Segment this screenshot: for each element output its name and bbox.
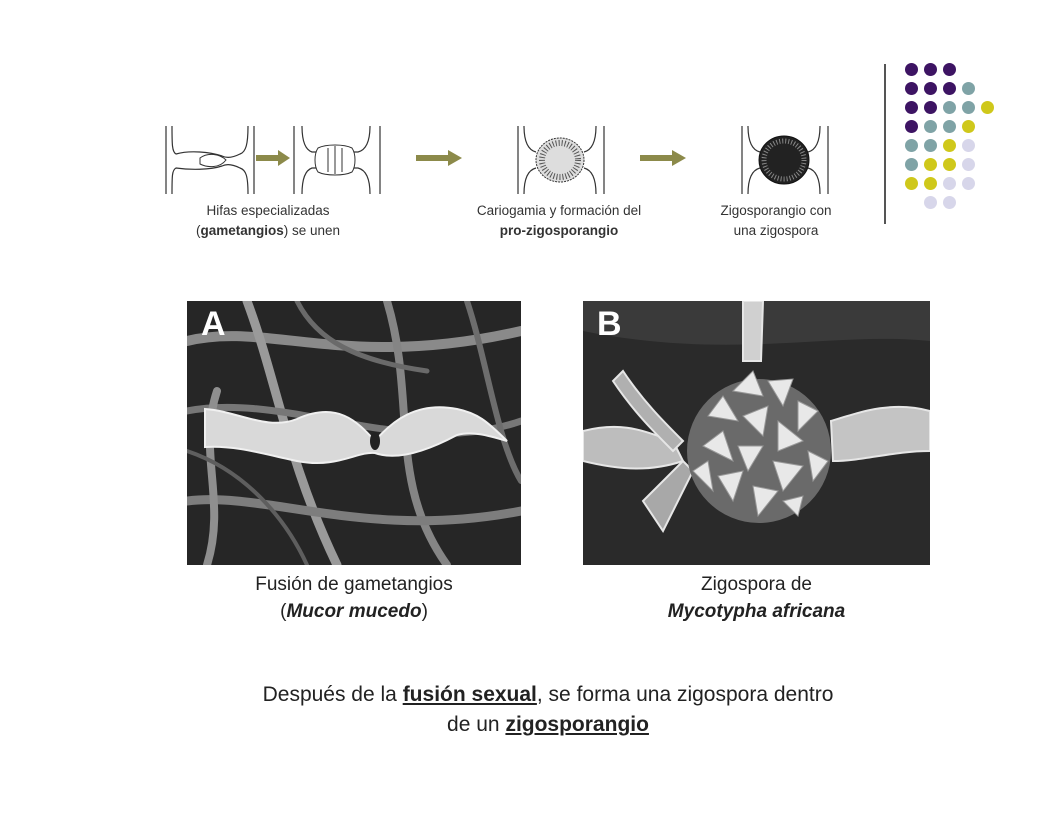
arrow-icon xyxy=(416,150,462,166)
photo-a-caption-close: ) xyxy=(421,601,428,622)
decorative-dot xyxy=(962,120,975,133)
decorative-dot xyxy=(962,101,975,114)
decorative-dot xyxy=(943,177,956,190)
arrow-icon xyxy=(256,150,290,166)
decorative-dot xyxy=(962,82,975,95)
vertical-divider xyxy=(884,64,886,224)
stage2-caption-line1: Cariogamia y formación del xyxy=(476,203,642,218)
decorative-dot xyxy=(943,63,956,76)
decorative-dot xyxy=(943,158,956,171)
decorative-dot xyxy=(981,101,994,114)
photo-b-caption-line1: Zigospora de xyxy=(701,574,812,595)
summary-pre: Después de la xyxy=(262,683,403,706)
photo-a-caption-line1: Fusión de gametangios xyxy=(255,574,453,595)
stage2-caption-bold: pro-zigosporangio xyxy=(499,223,619,238)
stage2-caption-line2: pro-zigosporangio xyxy=(442,221,676,241)
decorative-dot xyxy=(924,82,937,95)
decorative-dot xyxy=(962,158,975,171)
stage-hyphae-before-fusion xyxy=(165,125,255,195)
photo-a-caption-open: ( xyxy=(280,601,287,622)
decorative-dot xyxy=(924,63,937,76)
decorative-dot xyxy=(905,82,918,95)
stage1-caption-post: ) se unen xyxy=(283,223,341,238)
stage3-caption-line2: una zigospora xyxy=(733,223,819,238)
stage1-caption-pre: ( xyxy=(195,223,201,238)
stage1-caption-line2: (gametangios) se unen xyxy=(160,221,376,241)
decorative-dot xyxy=(924,177,937,190)
decorative-dot xyxy=(924,120,937,133)
photo-a-caption: Fusión de gametangios (Mucor mucedo) xyxy=(187,571,521,625)
stage2-caption: Cariogamia y formación del pro-zigospora… xyxy=(442,201,676,241)
stage3-caption: Zigosporangio con una zigospora xyxy=(696,201,856,241)
decorative-dot xyxy=(905,158,918,171)
decorative-dot xyxy=(943,82,956,95)
summary-mid: , se forma una zigospora dentro xyxy=(536,683,834,706)
decorative-dot xyxy=(905,63,918,76)
stage1-caption-bold: gametangios xyxy=(200,223,284,238)
stage-pro-zygosporangium xyxy=(517,125,605,195)
arrow-icon xyxy=(640,150,686,166)
photo-zygospore: B xyxy=(583,301,930,565)
stage1-caption: Hifas especializadas (gametangios) se un… xyxy=(160,201,376,241)
decorative-dot xyxy=(943,101,956,114)
photo-a-letter: A xyxy=(201,305,226,343)
stage-zygosporangium xyxy=(741,125,829,195)
stage1-caption-line1: Hifas especializadas xyxy=(206,203,330,218)
decorative-dot xyxy=(905,101,918,114)
term-sexual-fusion: fusión sexual xyxy=(402,683,537,706)
decorative-dot xyxy=(905,177,918,190)
photo-b-letter: B xyxy=(597,305,622,343)
stage3-caption-line1: Zigosporangio con xyxy=(720,203,832,218)
summary-line2: de un zigosporangio xyxy=(120,710,976,740)
decorative-dot xyxy=(943,120,956,133)
photo-b-caption-species: Mycotypha africana xyxy=(667,601,846,622)
decorative-dot xyxy=(943,196,956,209)
decorative-dot xyxy=(924,139,937,152)
decorative-dot xyxy=(943,139,956,152)
decorative-dot xyxy=(924,158,937,171)
photo-gametangia-fusion: A xyxy=(187,301,521,565)
decorative-dot xyxy=(905,120,918,133)
decorative-dot xyxy=(962,139,975,152)
decorative-dot xyxy=(962,177,975,190)
photo-a-caption-species: Mucor mucedo xyxy=(286,601,422,622)
stage-gametangia-joined xyxy=(293,125,381,195)
photo-b-caption-line2: Mycotypha africana xyxy=(583,598,930,625)
photo-a-illustration xyxy=(187,301,521,565)
term-zygosporangium: zigosporangio xyxy=(505,713,649,736)
photo-b-illustration xyxy=(583,301,930,565)
photo-b-caption: Zigospora de Mycotypha africana xyxy=(583,571,930,625)
summary-line2-pre: de un xyxy=(447,713,506,736)
decorative-dot xyxy=(924,101,937,114)
summary-text: Después de la fusión sexual, se forma un… xyxy=(120,680,976,740)
photo-a-caption-line2: (Mucor mucedo) xyxy=(187,598,521,625)
decorative-dot xyxy=(905,139,918,152)
decorative-dot xyxy=(924,196,937,209)
summary-line1: Después de la fusión sexual, se forma un… xyxy=(120,680,976,710)
